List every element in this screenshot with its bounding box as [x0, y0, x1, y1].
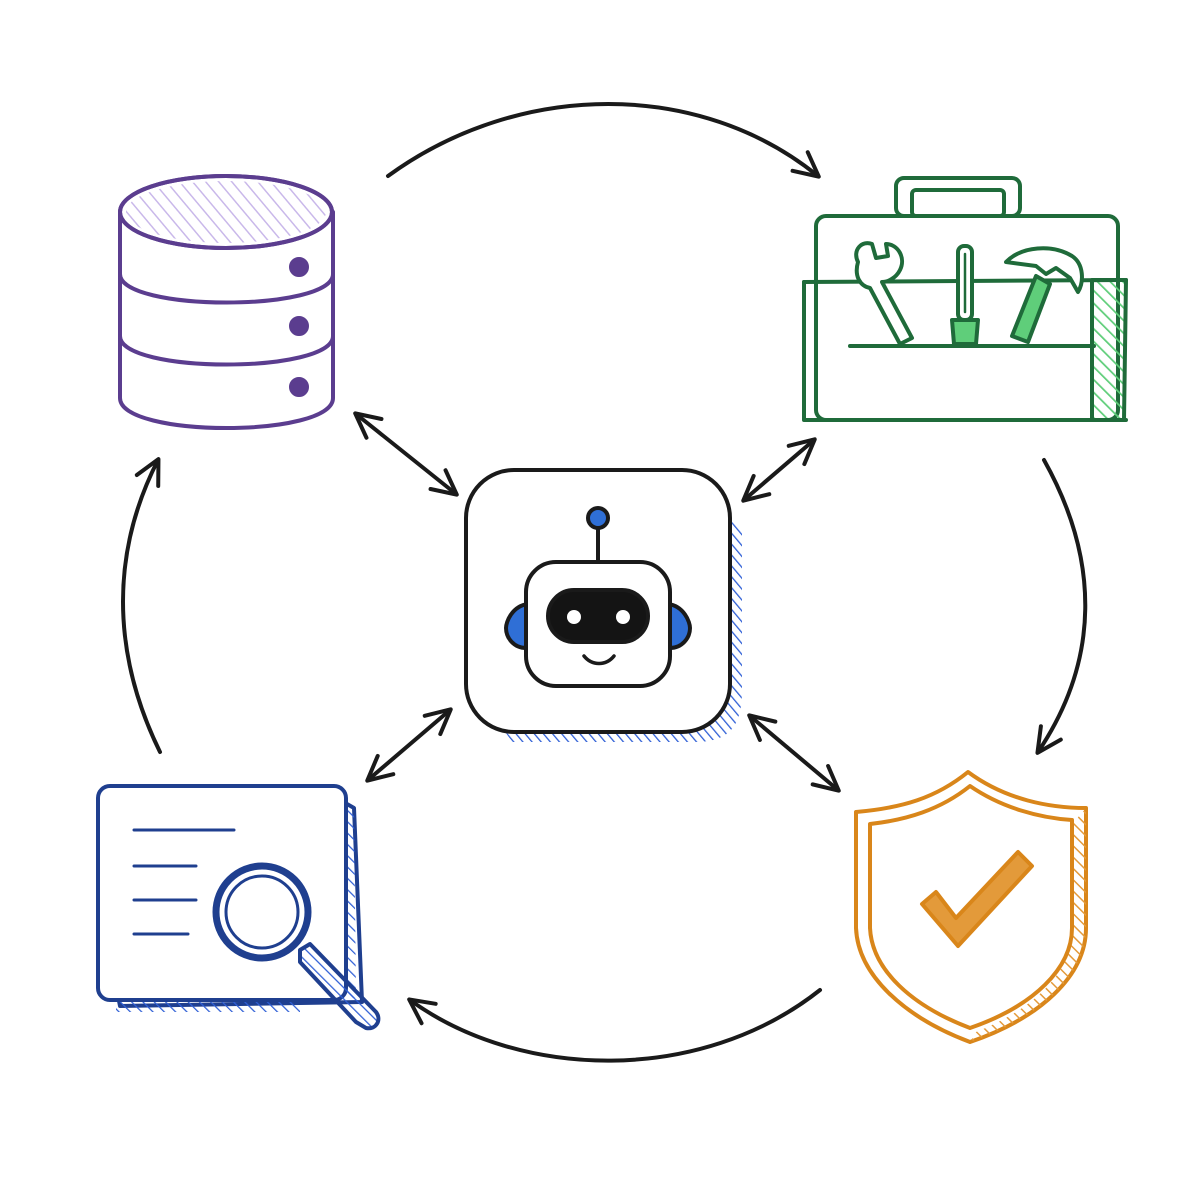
magnifier-icon [212, 862, 381, 1031]
database-icon [118, 174, 335, 430]
hub-links [353, 411, 841, 793]
screwdriver-icon [950, 244, 980, 346]
arrow-database-to-toolbox [386, 102, 821, 179]
robot-hub [464, 468, 742, 742]
link-hub-database [353, 411, 459, 497]
arrow-toolbox-to-shield [1035, 458, 1088, 755]
cycle-arrows [121, 102, 1088, 1063]
checkmark-icon [920, 850, 1034, 948]
hammer-icon [1004, 246, 1084, 344]
link-hub-shield [747, 713, 841, 793]
link-hub-document [365, 707, 453, 783]
arrow-document-to-database [121, 457, 162, 754]
shield-check-icon [854, 770, 1088, 1044]
arrow-shield-to-document [407, 988, 822, 1063]
robot-icon [504, 506, 692, 688]
toolbox-icon [802, 176, 1128, 422]
document-search-icon [96, 784, 381, 1031]
link-hub-toolbox [741, 437, 817, 503]
wrench-icon [854, 241, 914, 346]
